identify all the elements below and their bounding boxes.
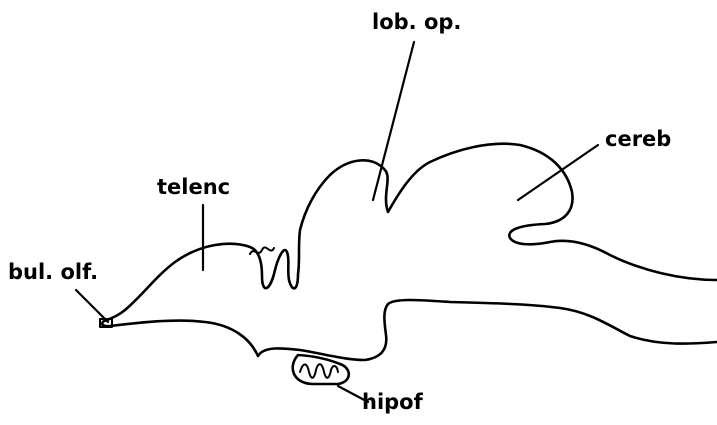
hypophysis-folds [300, 364, 338, 378]
label-hipofisis: hipof [362, 392, 423, 413]
leader-lob-op [373, 42, 414, 200]
label-telencefalo: telenc [157, 177, 230, 198]
leader-cereb [518, 145, 598, 200]
label-bulbo-olfatorio: bul. olf. [8, 262, 98, 283]
leader-bul-olf [76, 290, 108, 322]
label-lobo-optico: lob. op. [372, 12, 461, 33]
label-cerebelo: cereb [605, 129, 671, 150]
